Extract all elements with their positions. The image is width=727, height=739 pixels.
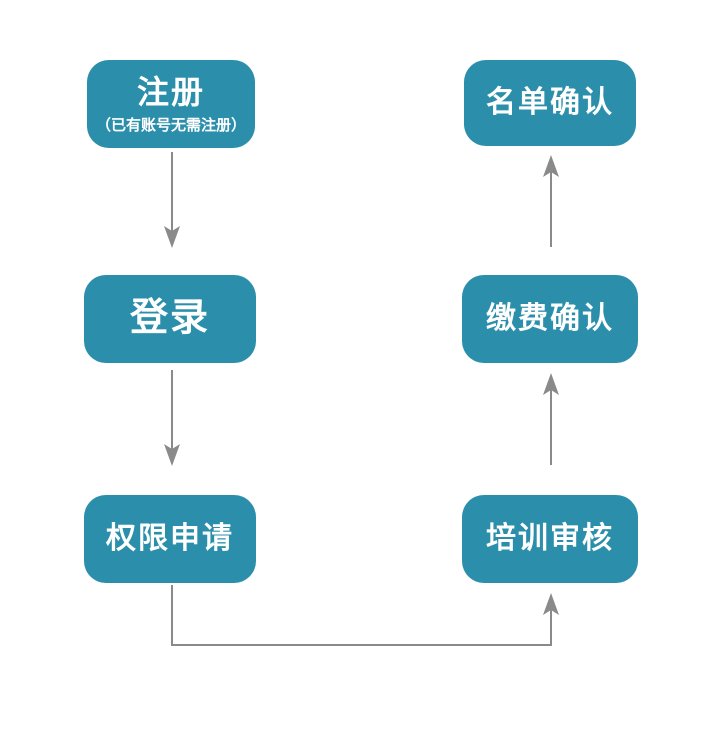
arrow-register-to-login [164,152,180,248]
node-register-sublabel: （已有账号无需注册） [95,116,246,134]
node-login: 登录 [84,275,256,363]
node-roster-label: 名单确认 [486,85,614,119]
node-payment-label: 缴费确认 [486,301,614,335]
arrow-permission-to-training [171,585,559,646]
arrow-training-to-payment [543,373,559,465]
node-training: 培训审核 [462,495,638,583]
node-payment: 缴费确认 [462,275,638,363]
node-register: 注册 （已有账号无需注册） [87,60,255,148]
node-permission: 权限申请 [84,495,256,583]
arrow-payment-to-roster [543,155,559,247]
arrow-login-to-permission [164,370,180,466]
node-permission-label: 权限申请 [106,521,234,555]
node-roster: 名单确认 [464,60,636,146]
node-login-label: 登录 [129,297,210,340]
node-training-label: 培训审核 [486,521,614,555]
node-register-label: 注册 [136,73,205,110]
